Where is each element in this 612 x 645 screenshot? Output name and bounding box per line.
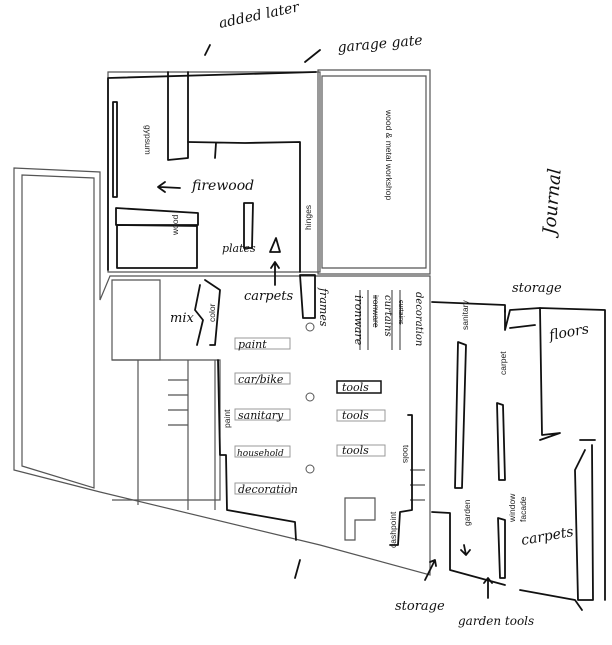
room-label-carpet: carpet	[498, 351, 508, 375]
room-label-garden: garden	[462, 499, 472, 526]
shelf-label-carbike: car/bike	[238, 373, 284, 386]
column	[305, 464, 315, 474]
room-label-window: window	[507, 493, 517, 523]
room-label-workshop: wood & metal workshop	[384, 109, 394, 201]
room-label-gypsum: gypsum	[143, 125, 153, 155]
annotation-journal: Journal	[539, 167, 566, 239]
building-walls	[13, 69, 431, 576]
shelf-label-curtains: curtains	[382, 295, 393, 337]
room-label-tools: tools	[401, 445, 411, 463]
room-label-hinges: hinges	[303, 205, 313, 230]
room-label-wood: wood	[170, 214, 180, 236]
annotation-mix: mix	[170, 311, 194, 326]
shelf-label-ironware: ironware	[352, 295, 365, 346]
annotation-added-later: added later	[218, 0, 302, 32]
shelf-label-paint: paint	[238, 338, 267, 351]
column	[305, 392, 315, 402]
annotation-floors: floors	[547, 321, 590, 344]
room-label-paint: paint	[222, 409, 232, 428]
shelf-label-decoration-vertical: decoration	[413, 292, 424, 346]
annotation-firewood: firewood	[191, 178, 254, 194]
annotation-carpets-top: carpets	[244, 289, 293, 304]
room-label-facade: facade	[518, 496, 528, 522]
annotation-plates: plates	[222, 242, 256, 255]
shelf-label-household: household	[237, 449, 284, 459]
shelf-label-decoration: decoration	[238, 483, 298, 496]
shelves	[234, 337, 386, 495]
shelf-label-sanitary: sanitary	[238, 409, 284, 422]
annotation-garage-gate: garage gate	[337, 33, 423, 56]
room-label-sanitary: sanitary	[460, 299, 470, 330]
hand-drawn-lines	[107, 44, 606, 611]
annotation-garden-tools: garden tools	[458, 614, 534, 628]
annotation-carpets-right: carpets	[520, 524, 575, 549]
room-label-color: color	[207, 303, 217, 322]
annotation-frames: frames	[317, 287, 330, 327]
room-label-curtains: curtains	[397, 300, 404, 325]
shelf-label-tools-2: tools	[342, 409, 369, 422]
column	[305, 322, 315, 332]
annotation-storage-right: storage	[512, 281, 562, 296]
shelf-label-tools-3: tools	[342, 444, 369, 457]
room-label-cashpoint: cashpoint	[388, 511, 398, 548]
room-label-ironware: ironware	[371, 295, 381, 328]
shelf-label-tools-1: tools	[342, 381, 369, 394]
annotation-storage-bottom: storage	[395, 599, 445, 614]
